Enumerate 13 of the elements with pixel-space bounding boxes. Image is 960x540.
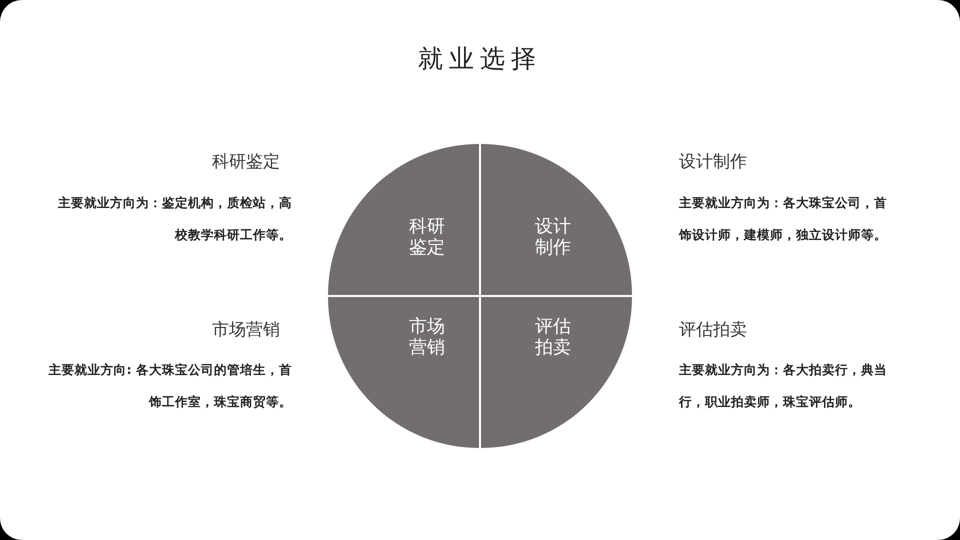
category-heading: 科研鉴定 [212, 151, 280, 173]
title: 就业选择 [418, 44, 542, 73]
description-text: 主要就业方向: 各大珠宝公司的管培生，首饰工作室，珠宝商贸等。 [48, 361, 292, 411]
category-heading: 设计制作 [679, 151, 747, 173]
category-heading: 市场营销 [212, 319, 280, 341]
segment-label: 科研鉴定 [408, 216, 446, 258]
description-text: 主要就业方向为：各大珠宝公司，首饰设计师，建模师，独立设计师等。 [679, 194, 888, 244]
segment-label: 市场营销 [408, 316, 446, 358]
category-heading: 评估拍卖 [679, 319, 747, 341]
segment-label: 设计制作 [534, 216, 572, 258]
segment-label: 评估拍卖 [534, 316, 572, 358]
description-text: 主要就业方向为：各大拍卖行，典当行，职业拍卖师，珠宝评估师。 [679, 361, 888, 411]
description-text: 主要就业方向为：鉴定机构，质检站，高校教学科研工作等。 [57, 194, 292, 244]
